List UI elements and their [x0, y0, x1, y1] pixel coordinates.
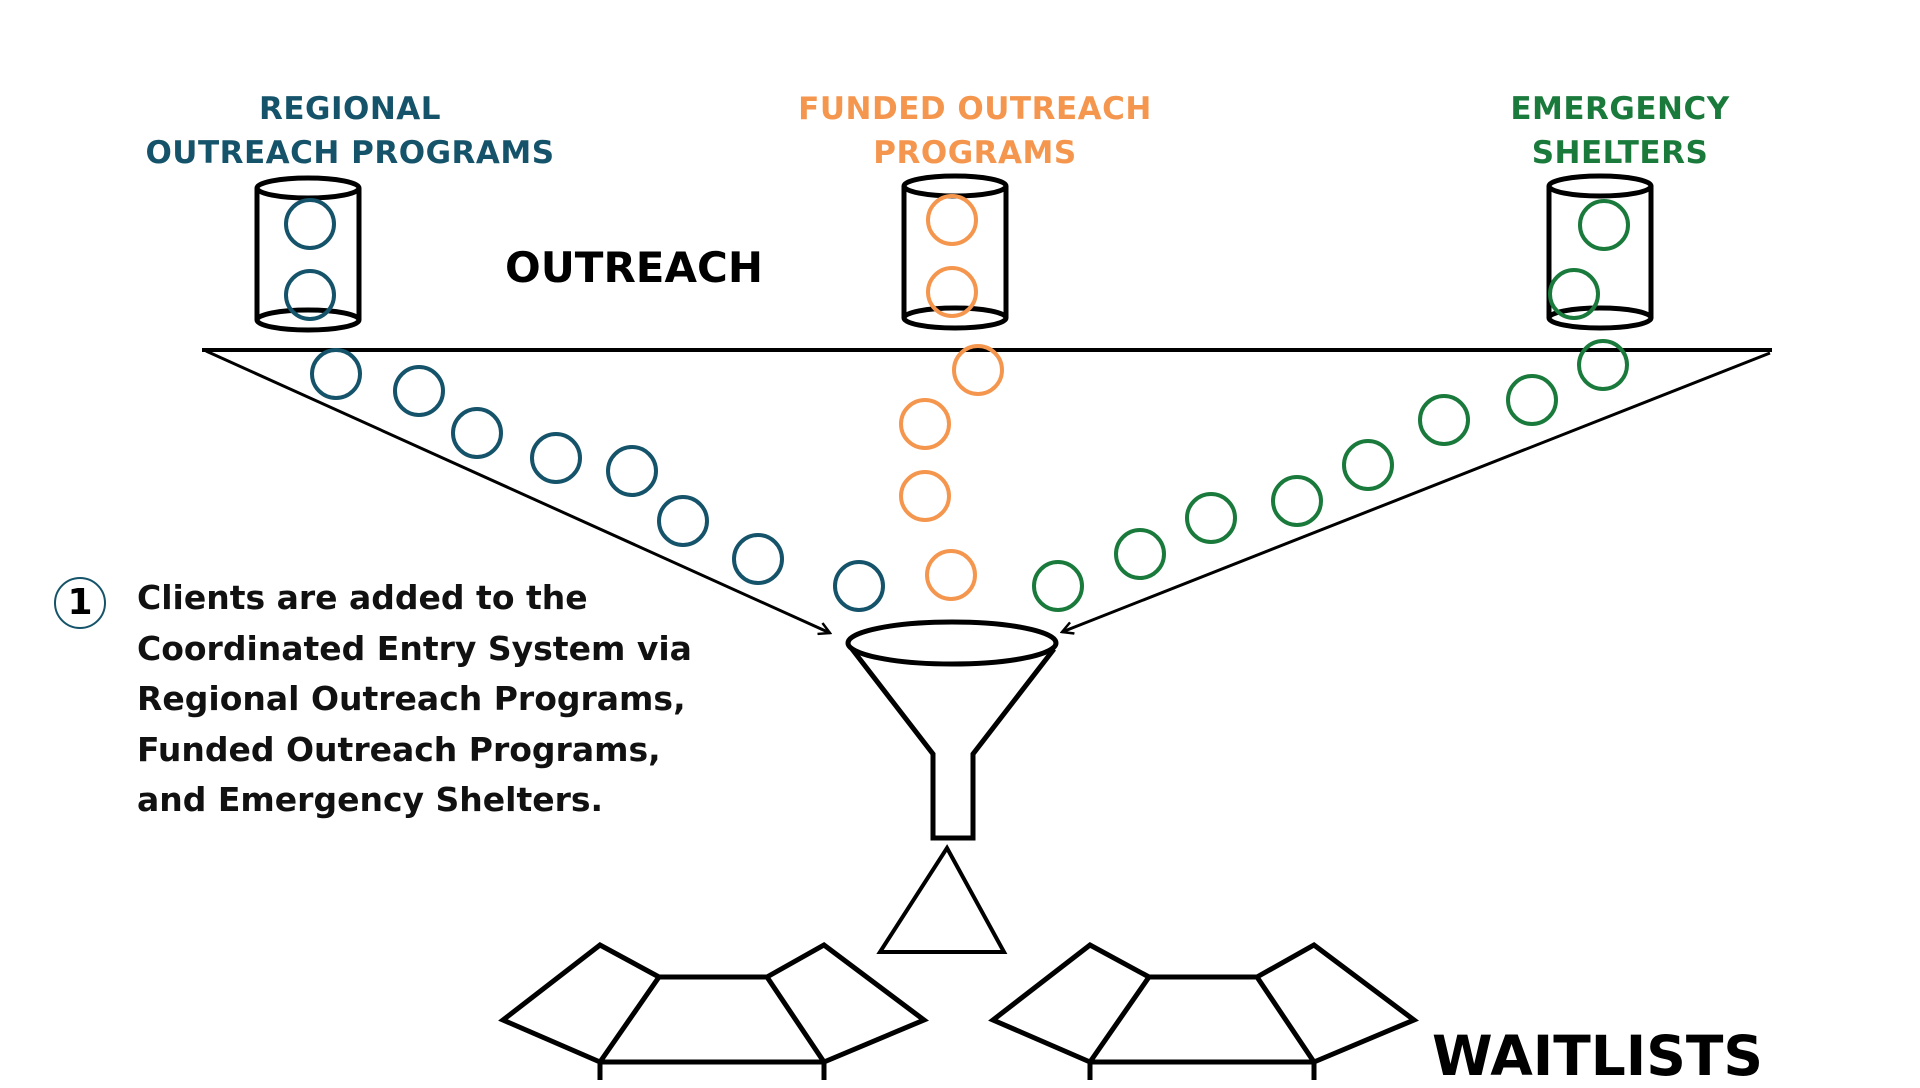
- step-line: and Emergency Shelters.: [137, 780, 604, 819]
- source-label-shelters-line1: EMERGENCY: [1510, 91, 1730, 127]
- client-circle-shelters: [1032, 560, 1084, 612]
- client-circle-regional: [833, 560, 885, 612]
- step-number-badge: 1: [54, 577, 106, 629]
- source-label-funded: FUNDED OUTREACH PROGRAMS: [775, 87, 1175, 175]
- left-arrow: [205, 349, 830, 633]
- client-circle-regional: [451, 407, 503, 459]
- funnel-icon: [845, 619, 1059, 841]
- source-label-funded-line2: PROGRAMS: [873, 135, 1077, 171]
- step-line: Regional Outreach Programs,: [137, 679, 686, 718]
- right-arrow: [1062, 351, 1771, 632]
- distribution-triangle: [876, 844, 1008, 954]
- client-circle-shelters: [1418, 394, 1470, 446]
- outreach-heading: OUTREACH: [505, 243, 763, 292]
- source-label-shelters-line2: SHELTERS: [1531, 135, 1709, 171]
- waitlists-heading: WAITLISTS: [1432, 1024, 1763, 1088]
- client-circle-regional: [393, 365, 445, 417]
- step-line: Funded Outreach Programs,: [137, 729, 661, 769]
- client-circle-funded: [925, 549, 977, 601]
- client-circle-regional: [284, 198, 336, 250]
- step-line: Clients are added to the: [137, 578, 588, 617]
- client-circle-shelters: [1578, 199, 1630, 251]
- step-description: Clients are added to the Coordinated Ent…: [137, 573, 757, 826]
- cylinder-funded: [901, 173, 1009, 331]
- client-circle-funded: [952, 344, 1004, 396]
- source-label-regional-line1: REGIONAL: [258, 91, 442, 127]
- waitlist-box-icon: [988, 942, 1419, 1080]
- waitlist-box-icon: [498, 942, 929, 1080]
- cylinder-regional: [254, 175, 362, 333]
- step-line: Coordinated Entry System via: [137, 628, 692, 668]
- source-label-shelters: EMERGENCY SHELTERS: [1420, 87, 1820, 175]
- client-circle-shelters: [1342, 439, 1394, 491]
- client-circle-regional: [606, 445, 658, 497]
- client-circle-regional: [530, 432, 582, 484]
- client-circle-shelters: [1506, 374, 1558, 426]
- client-circle-shelters: [1185, 492, 1237, 544]
- client-circle-funded: [926, 266, 978, 318]
- client-circle-funded: [926, 194, 978, 246]
- client-circle-funded: [899, 398, 951, 450]
- source-label-regional: REGIONAL OUTREACH PROGRAMS: [130, 87, 570, 175]
- source-label-regional-line2: OUTREACH PROGRAMS: [145, 135, 555, 171]
- client-circle-regional: [284, 269, 336, 321]
- client-circle-regional: [657, 495, 709, 547]
- client-circle-shelters: [1271, 475, 1323, 527]
- client-circle-shelters: [1548, 268, 1600, 320]
- client-circle-shelters: [1114, 528, 1166, 580]
- client-circle-regional: [732, 533, 784, 585]
- client-circle-funded: [899, 470, 951, 522]
- client-circle-shelters: [1577, 339, 1629, 391]
- client-circle-regional: [310, 348, 362, 400]
- cylinder-shelters: [1546, 173, 1654, 331]
- source-label-funded-line1: FUNDED OUTREACH: [798, 91, 1152, 127]
